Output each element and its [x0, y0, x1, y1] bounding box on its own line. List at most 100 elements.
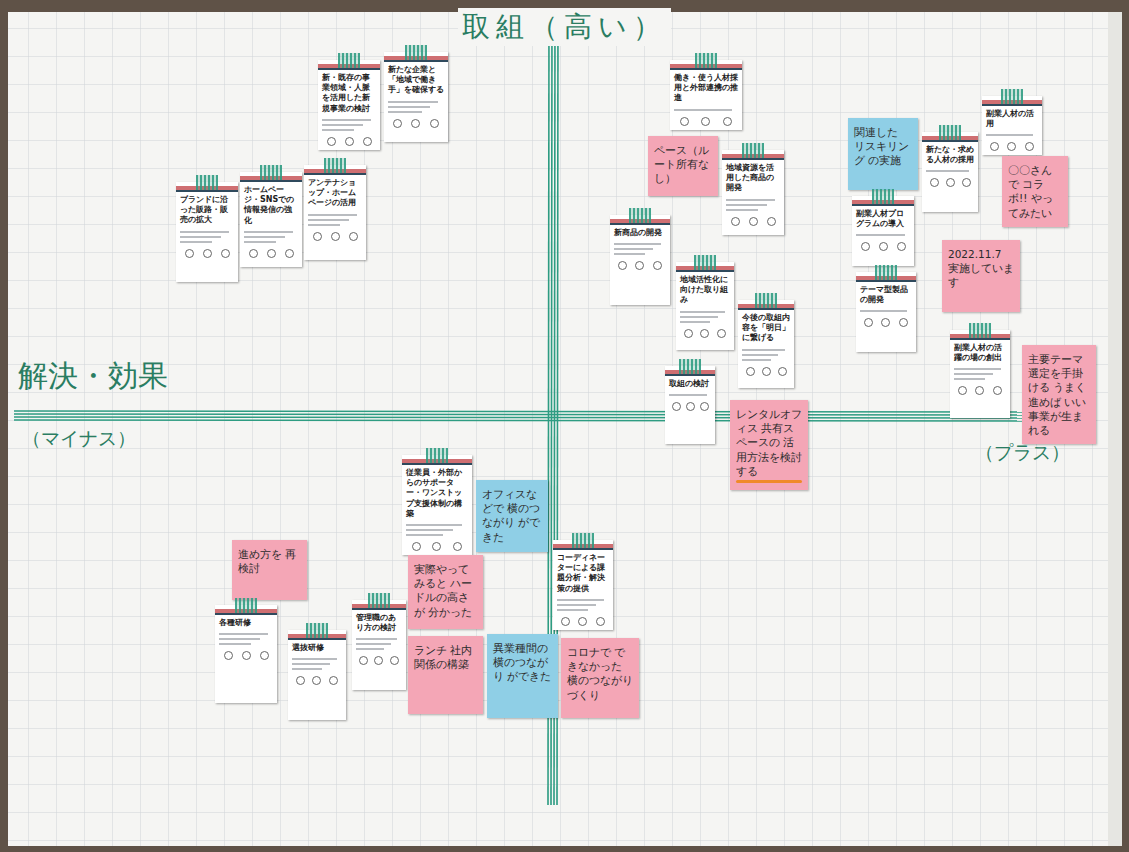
body-line: [856, 234, 905, 236]
sticky-note: 関連した リスキリング の実施: [848, 118, 918, 190]
masking-tape: [875, 265, 897, 280]
body-line: [406, 529, 453, 531]
sticky-note: 〇〇さんで コラボ!! やってみたい: [1002, 156, 1068, 227]
card-body-lines: [726, 199, 780, 211]
rating-icon: [680, 117, 689, 126]
rating-icon: [701, 117, 710, 126]
card-icons: [244, 249, 298, 258]
body-line: [388, 101, 438, 103]
body-line: [557, 599, 604, 601]
rating-icon: [359, 656, 368, 665]
body-line: [860, 310, 907, 312]
masking-tape: [742, 143, 764, 158]
body-line: [986, 134, 1033, 136]
masking-tape: [679, 359, 701, 374]
card-icons: [292, 676, 342, 685]
card-band-line: [304, 173, 366, 175]
body-line: [322, 119, 371, 121]
card-band-line: [553, 548, 613, 550]
body-line: [954, 373, 993, 375]
card-icons: [557, 617, 609, 626]
node-text: 新・既存の事業領域・人脈を活用した新規事業の検討: [322, 73, 376, 114]
body-line: [219, 638, 260, 640]
node-text: 地域資源を活用した商品の開発: [726, 163, 780, 194]
idea-card: 働き・使う人材採用と外部連携の推進: [670, 60, 742, 130]
idea-card: 新たな・求める人材の採用: [922, 132, 978, 212]
rating-icon: [946, 178, 955, 187]
body-line: [308, 214, 357, 216]
body-line: [180, 241, 212, 243]
card-band-line: [922, 140, 978, 142]
sticky-note: オフィスなどで 横のつながり ができた: [476, 480, 548, 552]
body-line: [292, 668, 322, 670]
rating-icon: [203, 249, 212, 258]
node-text: 各種研修: [219, 618, 273, 628]
sticky-note: コロナで できなかった 横のつながりづくり: [561, 638, 639, 718]
node-text: 管理職のあり方の検討: [356, 613, 402, 633]
masking-tape: [260, 165, 282, 180]
card-band-line: [982, 104, 1042, 106]
rating-icon: [363, 137, 372, 146]
card-body-lines: [388, 101, 444, 113]
rating-icon: [561, 617, 570, 626]
card-body-lines: [557, 599, 609, 611]
body-line: [244, 236, 285, 238]
horizontal-axis-tape: [14, 411, 1092, 421]
node-text: コロナで できなかった 横のつながりづくり: [567, 645, 633, 702]
card-body-lines: [669, 394, 711, 396]
node-text: 関連した リスキリング の実施: [854, 125, 912, 168]
card-band-line: [722, 158, 784, 160]
rating-icon: [653, 261, 662, 270]
axis-note: （マイナス）: [22, 426, 136, 452]
idea-card: ブランドに沿った販路・販売の拡大: [176, 182, 238, 282]
node-text: ブランドに沿った販路・販売の拡大: [180, 195, 234, 226]
body-line: [388, 111, 422, 113]
rating-icon: [224, 651, 233, 660]
body-line: [742, 354, 778, 356]
card-body-lines: [308, 214, 362, 226]
masking-tape: [694, 255, 716, 270]
masking-tape: [196, 175, 218, 190]
body-line: [180, 236, 221, 238]
rating-icon: [453, 542, 462, 551]
node-text: コーディネーターによる課題分析・解決策の提供: [557, 553, 609, 594]
sticky-note: レンタルオフィス 共有スペースの 活用方法を検討する: [730, 400, 808, 490]
idea-card: 従業員・外部からのサポーター・ワンストップ支援体制の構築: [402, 455, 472, 555]
card-icons: [322, 137, 376, 146]
node-text: 従業員・外部からのサポーター・ワンストップ支援体制の構築: [406, 468, 468, 519]
card-body-lines: [856, 234, 910, 236]
node-text: ホームページ・SNSでの情報発信の強化: [244, 185, 298, 226]
node-text: 副業人材の活躍の場の創出: [954, 343, 1006, 363]
sticky-note: ペース（ルート所有なし）: [648, 136, 718, 196]
rating-icon: [432, 542, 441, 551]
rating-icon: [684, 329, 693, 338]
rating-icon: [861, 242, 870, 251]
axis-title: 取組（高い）: [458, 8, 671, 46]
body-line: [614, 243, 661, 245]
rating-icon: [349, 232, 358, 241]
idea-card: アンテナショップ・ホームページの活用: [304, 165, 366, 260]
rating-icon: [767, 217, 776, 226]
masking-tape: [1001, 89, 1023, 104]
idea-card: 副業人材プログラムの導入: [852, 196, 914, 266]
card-body-lines: [406, 524, 468, 536]
card-icons: [860, 318, 912, 327]
rating-icon: [881, 318, 890, 327]
card-band-line: [856, 280, 916, 282]
idea-card: コーディネーターによる課題分析・解決策の提供: [553, 540, 613, 630]
card-band-line: [950, 338, 1010, 340]
body-line: [388, 106, 430, 108]
card-icons: [674, 117, 738, 126]
body-line: [322, 124, 363, 126]
body-line: [356, 648, 384, 650]
card-body-lines: [860, 310, 912, 312]
rating-icon: [1007, 142, 1016, 151]
idea-card: 取組の検討: [665, 366, 715, 444]
rating-icon: [897, 242, 906, 251]
node-text: 取組の検討: [669, 379, 711, 389]
masking-tape: [324, 158, 346, 173]
rating-icon: [596, 617, 605, 626]
rating-icon: [390, 656, 399, 665]
card-icons: [726, 217, 780, 226]
